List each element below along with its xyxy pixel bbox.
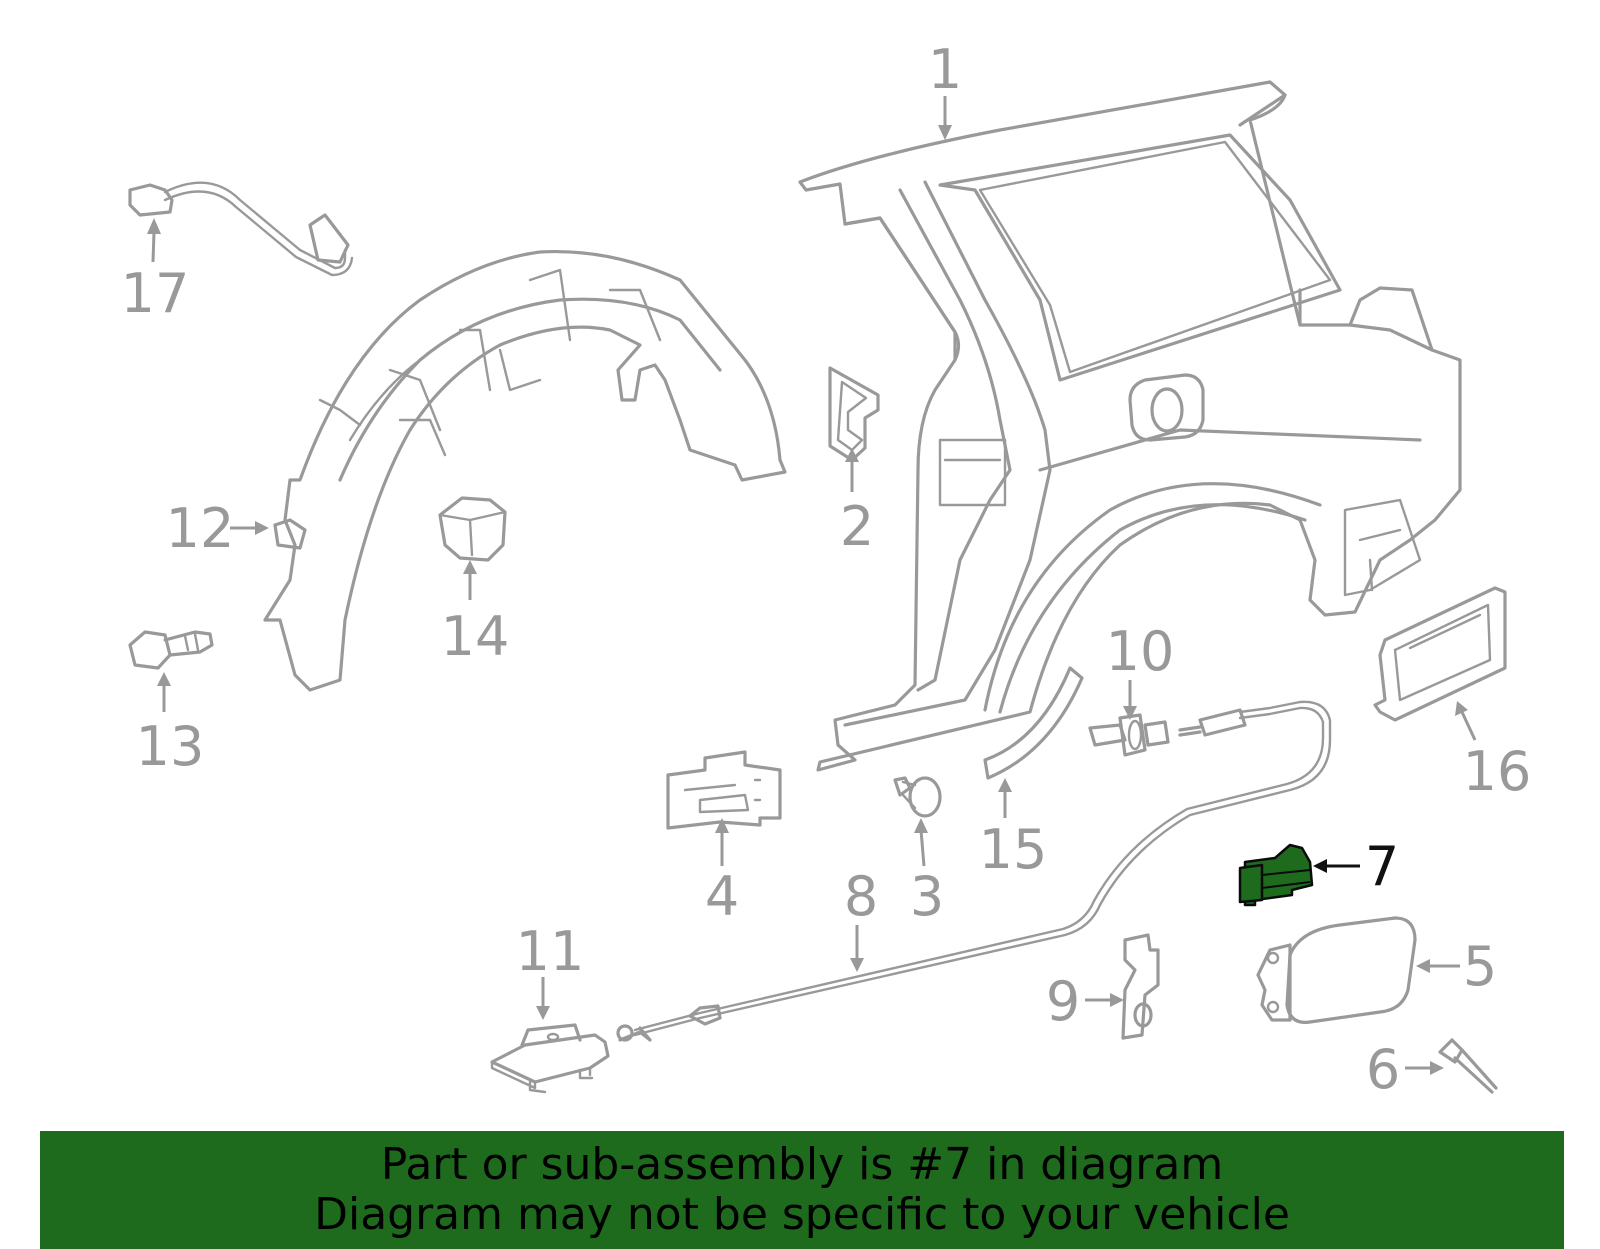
part-16-filler-housing[interactable] xyxy=(1373,586,1507,722)
part-11-handle[interactable] xyxy=(490,1023,610,1094)
part-6-screw[interactable] xyxy=(1438,1038,1498,1094)
callout-7: 7 xyxy=(1313,835,1399,898)
part-5-fuel-door[interactable] xyxy=(1256,916,1417,1024)
callout-4-label: 4 xyxy=(705,865,739,928)
callout-15-label: 15 xyxy=(979,818,1048,881)
part-9-bracket[interactable] xyxy=(1121,933,1160,1040)
part-3-bumper[interactable] xyxy=(893,776,942,818)
callout-4: 4 xyxy=(705,818,739,928)
callout-6: 6 xyxy=(1366,1038,1444,1101)
part-7-fuel-lid-lock[interactable] xyxy=(1238,843,1314,907)
callout-17: 17 xyxy=(121,218,190,325)
callout-9: 9 xyxy=(1046,970,1124,1033)
part-14-cap[interactable] xyxy=(438,496,507,562)
callout-16-label: 16 xyxy=(1463,740,1532,803)
callout-9-label: 9 xyxy=(1046,970,1080,1033)
banner-line-2: Diagram may not be specific to your vehi… xyxy=(314,1189,1290,1240)
callout-5: 5 xyxy=(1416,935,1497,998)
callout-13-label: 13 xyxy=(136,715,205,778)
part-13-clip[interactable] xyxy=(128,630,214,670)
callout-6-label: 6 xyxy=(1366,1038,1400,1101)
part-1-quarter-panel[interactable] xyxy=(798,80,1462,772)
part-10-opener[interactable] xyxy=(1088,713,1170,757)
callout-8-label: 8 xyxy=(844,865,878,928)
callout-10: 10 xyxy=(1106,620,1175,720)
notice-banner: Part or sub-assembly is #7 in diagram Di… xyxy=(40,1131,1564,1249)
callout-1-label: 1 xyxy=(928,38,962,101)
callout-3: 3 xyxy=(910,818,944,928)
part-8-release-cable[interactable] xyxy=(616,700,1332,1042)
callout-5-label: 5 xyxy=(1463,935,1497,998)
callout-14: 14 xyxy=(441,560,510,668)
callout-17-label: 17 xyxy=(121,262,190,325)
part-17-sensor-harness[interactable] xyxy=(128,181,354,277)
callout-8: 8 xyxy=(844,865,878,972)
callout-15: 15 xyxy=(979,778,1048,881)
part-15-moulding[interactable] xyxy=(983,666,1084,780)
callout-12-label: 12 xyxy=(166,497,235,560)
callout-10-label: 10 xyxy=(1106,620,1175,683)
callout-7-label: 7 xyxy=(1365,835,1399,898)
callout-13: 13 xyxy=(136,672,205,778)
banner-line-1: Part or sub-assembly is #7 in diagram xyxy=(380,1139,1224,1190)
callout-3-label: 3 xyxy=(910,865,944,928)
part-12-wheel-liner[interactable] xyxy=(263,249,787,692)
callout-2: 2 xyxy=(840,448,874,558)
callout-11: 11 xyxy=(516,920,585,1020)
callout-1: 1 xyxy=(928,38,962,140)
callout-14-label: 14 xyxy=(441,605,510,668)
callout-2-label: 2 xyxy=(840,495,874,558)
callout-11-label: 11 xyxy=(516,920,585,983)
part-2-bracket[interactable] xyxy=(828,366,880,462)
part-4-hinge[interactable] xyxy=(666,750,782,830)
callout-12: 12 xyxy=(166,497,269,560)
callout-16: 16 xyxy=(1455,701,1531,803)
